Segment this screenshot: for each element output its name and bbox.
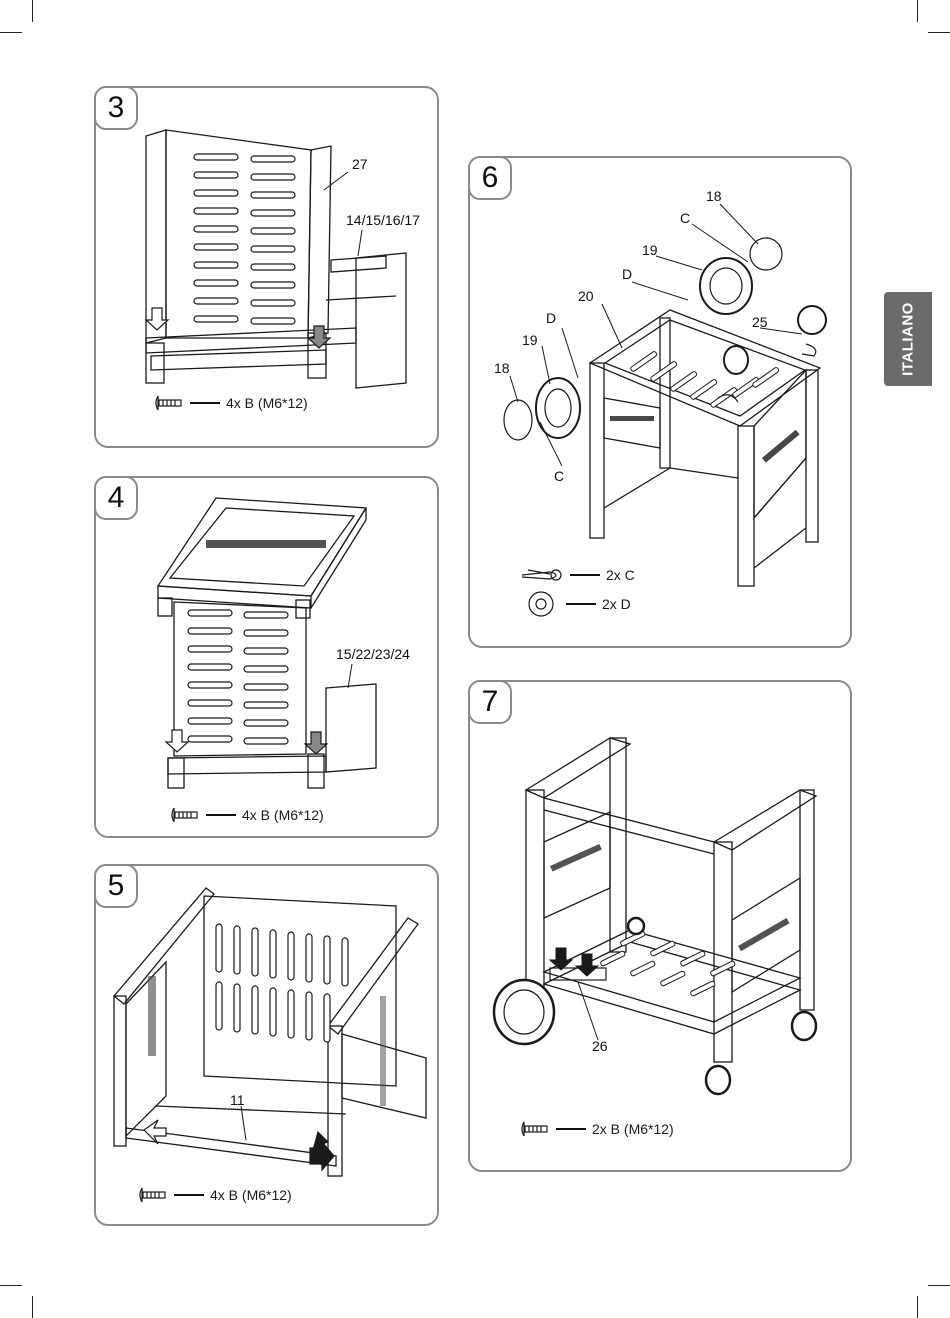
part-callout: C bbox=[554, 468, 564, 484]
leader-line bbox=[566, 603, 596, 605]
crop-mark bbox=[0, 1285, 22, 1286]
step-7-panel: 7 bbox=[468, 680, 852, 1172]
hardware-row: 2x D bbox=[522, 590, 631, 618]
part-callout: 19 bbox=[642, 242, 658, 258]
part-callout: 25 bbox=[752, 314, 768, 330]
hardware-label: 4x B (M6*12) bbox=[226, 395, 308, 411]
part-callout: C bbox=[680, 210, 690, 226]
hardware-label: 4x B (M6*12) bbox=[242, 807, 324, 823]
cotter-pin-icon bbox=[520, 566, 564, 584]
step-6-panel: 6 bbox=[468, 156, 852, 648]
bolt-icon bbox=[138, 1186, 168, 1204]
arrow-down-icon bbox=[146, 308, 330, 348]
hardware-label: 2x D bbox=[602, 596, 631, 612]
step-3-panel: 3 bbox=[94, 86, 439, 448]
hardware-row: 4x B (M6*12) bbox=[154, 394, 308, 412]
leader-line bbox=[190, 402, 220, 404]
part-callout: 11 bbox=[230, 1092, 245, 1108]
part-callout: 19 bbox=[522, 332, 538, 348]
language-label: ITALIANO bbox=[900, 302, 917, 376]
hardware-row: 2x B (M6*12) bbox=[520, 1120, 674, 1138]
hardware-row: 2x C bbox=[520, 566, 635, 584]
crop-mark bbox=[928, 1285, 950, 1286]
leader-line bbox=[570, 574, 600, 576]
leader-line bbox=[174, 1194, 204, 1196]
step-5-drawing bbox=[96, 866, 441, 1228]
hardware-label: 4x B (M6*12) bbox=[210, 1187, 292, 1203]
step-7-drawing bbox=[470, 682, 854, 1174]
arrow-down-icon bbox=[550, 948, 598, 976]
crop-mark bbox=[928, 32, 950, 33]
crop-mark bbox=[32, 0, 33, 22]
bolt-icon bbox=[170, 806, 200, 824]
leader-line bbox=[206, 814, 236, 816]
hardware-label: 2x C bbox=[606, 567, 635, 583]
part-callout: 18 bbox=[706, 188, 722, 204]
leader-line bbox=[556, 1128, 586, 1130]
hardware-label: 2x B (M6*12) bbox=[592, 1121, 674, 1137]
crop-mark bbox=[0, 32, 22, 33]
crop-mark bbox=[32, 1296, 33, 1318]
wheel-icon bbox=[536, 258, 826, 438]
part-callout: 15/22/23/24 bbox=[336, 646, 410, 662]
crop-mark bbox=[917, 0, 918, 22]
washer-icon bbox=[522, 590, 560, 618]
bolt-icon bbox=[520, 1120, 550, 1138]
part-callout: 27 bbox=[352, 156, 368, 172]
hardware-row: 4x B (M6*12) bbox=[170, 806, 324, 824]
crop-mark bbox=[917, 1296, 918, 1318]
part-callout: 14/15/16/17 bbox=[346, 212, 420, 228]
part-callout: 20 bbox=[578, 288, 594, 304]
hardware-row: 4x B (M6*12) bbox=[138, 1186, 292, 1204]
step-4-panel: 4 bbox=[94, 476, 439, 838]
language-tab: ITALIANO bbox=[884, 292, 932, 386]
part-callout: 26 bbox=[592, 1038, 608, 1054]
part-callout: D bbox=[622, 266, 632, 282]
step-5-panel: 5 bbox=[94, 864, 439, 1226]
part-callout: 18 bbox=[494, 360, 510, 376]
part-callout: D bbox=[546, 310, 556, 326]
bolt-icon bbox=[154, 394, 184, 412]
